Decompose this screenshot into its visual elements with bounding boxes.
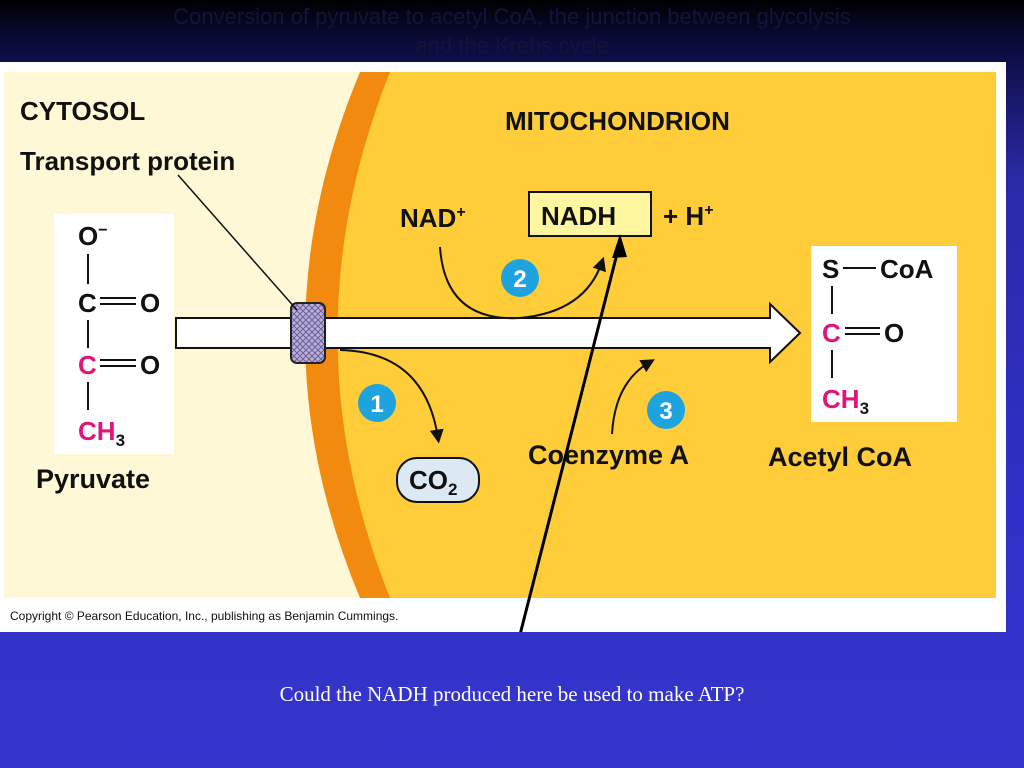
step-3-badge: 3 (647, 391, 685, 429)
pyruvate-oxygen-1: O (140, 288, 160, 318)
acetyl-sulfur: S (822, 254, 839, 284)
transport-protein-label: Transport protein (20, 146, 235, 176)
svg-text:2: 2 (513, 266, 526, 293)
pyruvate-oxidation-figure: CYTOSOL Transport protein MITOCHONDRION … (0, 62, 1006, 632)
pyruvate-oxygen-2: O (140, 350, 160, 380)
step-1-badge: 1 (358, 384, 396, 422)
co2-release-arrow (339, 349, 444, 444)
slide-title-line-2: and the Krebs cycle (415, 33, 609, 58)
slide-question: Could the NADH produced here be used to … (279, 682, 745, 706)
cytosol-label: CYTOSOL (20, 96, 145, 126)
step-2-badge: 2 (501, 259, 539, 297)
acetyl-oxygen: O (884, 318, 904, 348)
acetyl-coa-label: Acetyl CoA (768, 442, 912, 472)
acetyl-carbon: C (822, 318, 841, 348)
co2-label: CO2 (409, 465, 457, 499)
nadh-highlight-box (528, 191, 652, 237)
pyruvate-label: Pyruvate (36, 464, 150, 494)
h-plus-label: + H+ (663, 201, 714, 231)
mitochondrion-label: MITOCHONDRION (505, 106, 730, 136)
coenzyme-a-arrow (611, 359, 655, 435)
nad-plus-label: NAD+ (400, 203, 466, 233)
svg-text:3: 3 (659, 398, 672, 425)
transport-protein (290, 302, 326, 364)
slide-title: Conversion of pyruvate to acetyl CoA, th… (0, 2, 1024, 60)
nadh-pointer-line (519, 241, 622, 632)
pyruvate-o-minus: O− (78, 221, 108, 251)
pyruvate-structure-box (54, 214, 174, 454)
pyruvate-carbon-1: C (78, 288, 97, 318)
acetyl-methyl: CH3 (822, 384, 869, 418)
slide-title-line-1: Conversion of pyruvate to acetyl CoA, th… (173, 4, 851, 29)
nadh-label: NADH (541, 201, 616, 231)
acetyl-coa-structure-box (811, 246, 957, 422)
pyruvate-carbon-2: C (78, 350, 97, 380)
figure-svg: CYTOSOL Transport protein MITOCHONDRION … (0, 62, 1006, 632)
transport-protein-leader-line (177, 174, 298, 311)
co2-product (396, 457, 480, 503)
coenzyme-a-label: Coenzyme A (528, 440, 689, 470)
acetyl-coa-group: CoA (880, 254, 934, 284)
main-reaction-arrow (175, 301, 802, 365)
svg-text:1: 1 (370, 391, 383, 418)
pyruvate-methyl: CH3 (78, 416, 125, 450)
nad-reduction-arrow (439, 246, 606, 320)
copyright-notice: Copyright © Pearson Education, Inc., pub… (10, 609, 398, 623)
nadh-pointer-head (612, 234, 627, 258)
